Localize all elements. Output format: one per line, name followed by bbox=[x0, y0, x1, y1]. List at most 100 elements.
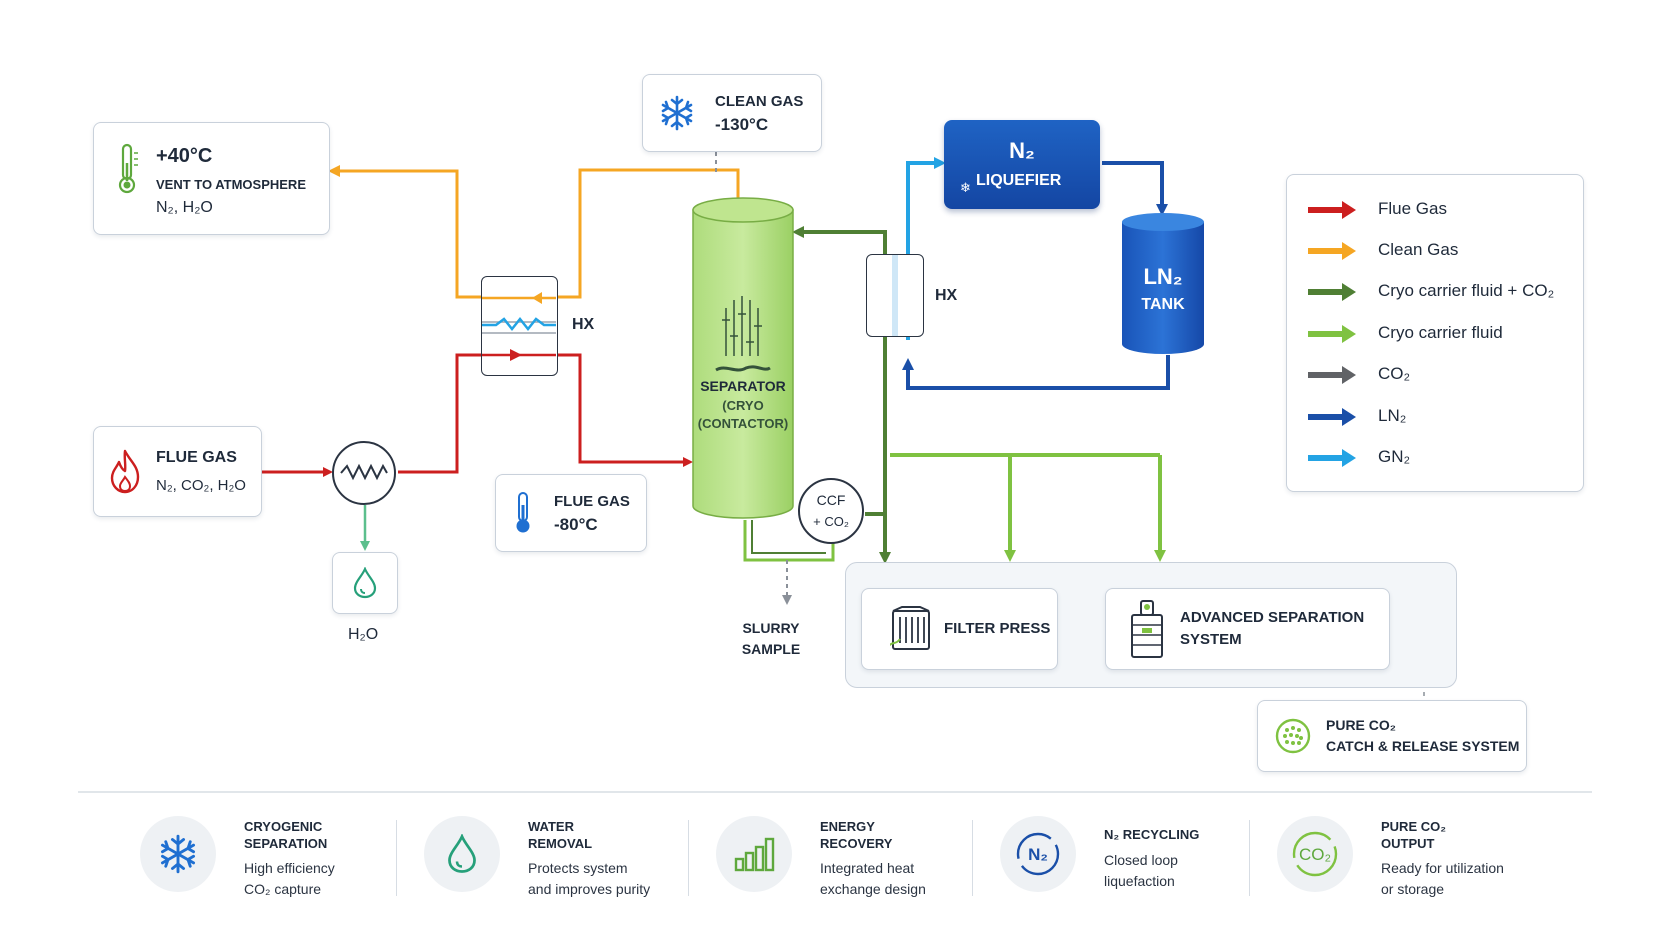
legend-swatch-arrow bbox=[1308, 449, 1356, 467]
flue-gas-cold-box: FLUE GAS -80°C bbox=[495, 474, 647, 552]
liquefier-snow-icon: ❄ bbox=[960, 180, 971, 195]
water-box bbox=[332, 552, 398, 614]
feature-icon-circle bbox=[424, 816, 500, 892]
legend-item: Clean Gas bbox=[1306, 238, 1566, 262]
feature-description: Protects system and improves purity bbox=[528, 860, 651, 897]
snowflake-icon bbox=[661, 95, 693, 131]
clean-gas-temp: -130°C bbox=[715, 115, 769, 134]
feature-title: ENERGY RECOVERY bbox=[820, 819, 893, 851]
feature-icon-circle bbox=[140, 816, 216, 892]
separation-tower-icon bbox=[1131, 600, 1163, 658]
clean-gas-box: CLEAN GAS -130°C bbox=[642, 74, 822, 152]
legend-label: Cryo carrier fluid bbox=[1378, 323, 1503, 342]
ccf-vessel: CCF + CO₂ bbox=[798, 478, 864, 544]
feature-description: High efficiency CO₂ capture bbox=[244, 860, 335, 897]
legend-swatch-arrow bbox=[1308, 242, 1356, 260]
pure-co2-label-2: CATCH & RELEASE SYSTEM bbox=[1326, 738, 1520, 754]
n2-liquefier: N₂ LIQUEFIER ❄ bbox=[944, 120, 1100, 209]
pure-co2-label-1: PURE CO₂ bbox=[1326, 717, 1397, 733]
feature-icon-circle bbox=[716, 816, 792, 892]
adv-sep-label-2: SYSTEM bbox=[1180, 631, 1242, 648]
feature-divider bbox=[396, 820, 397, 896]
hx-right bbox=[866, 254, 924, 337]
feature-description: Ready for utilization or storage bbox=[1381, 860, 1504, 897]
pipe-ln2-to-tank bbox=[1102, 161, 1168, 216]
feature-divider bbox=[972, 820, 973, 896]
ccf-label-1: CCF bbox=[816, 492, 846, 508]
filter-press-label: FILTER PRESS bbox=[944, 620, 1051, 637]
hx-right-label: HX bbox=[935, 287, 958, 304]
separator-label-3: (CONTACTOR) bbox=[697, 416, 789, 431]
feature-icon-circle: N₂ bbox=[1000, 816, 1076, 892]
tank-label-1: LN₂ bbox=[1143, 264, 1183, 289]
column-internals-icon bbox=[715, 296, 771, 372]
slurry-label-2: SAMPLE bbox=[741, 641, 801, 657]
legend-item: GN₂ bbox=[1306, 445, 1566, 469]
adv-sep-label-1: ADVANCED SEPARATION bbox=[1180, 609, 1365, 626]
separator-label-1: SEPARATOR bbox=[700, 378, 786, 394]
catch-release-icon bbox=[1275, 718, 1311, 754]
heater-icon bbox=[332, 441, 396, 505]
filter-press-box: FILTER PRESS bbox=[861, 588, 1058, 670]
ln2-tank bbox=[1122, 213, 1204, 354]
legend-label: GN₂ bbox=[1378, 447, 1411, 466]
water-label: H₂O bbox=[348, 626, 379, 643]
vent-gases: N₂, H₂O bbox=[156, 199, 213, 216]
pipe-clean-gas-from-separator bbox=[514, 168, 740, 303]
pipe-cryo-co2-return bbox=[792, 226, 887, 558]
clean-gas-title: CLEAN GAS bbox=[715, 93, 804, 110]
filter-press-icon bbox=[890, 606, 930, 650]
droplet-icon bbox=[353, 567, 377, 599]
legend-label: LN₂ bbox=[1378, 406, 1407, 425]
feature-title: N₂ RECYCLING bbox=[1104, 827, 1200, 842]
flue-gas-cold-title: FLUE GAS bbox=[554, 493, 630, 510]
svg-text:N₂: N₂ bbox=[1028, 845, 1048, 864]
legend-label: Clean Gas bbox=[1378, 240, 1459, 259]
pipe-cryo-bottom bbox=[743, 520, 835, 562]
vent-temp: +40°C bbox=[156, 145, 213, 167]
separator-label-2: (CRYO bbox=[722, 398, 764, 413]
hx-left-wave bbox=[482, 292, 556, 361]
feature-title: WATER REMOVAL bbox=[528, 819, 593, 851]
flue-gas-box: FLUE GAS N₂, CO₂, H₂O bbox=[93, 426, 262, 517]
feature-description: Integrated heat exchange design bbox=[820, 860, 926, 897]
bar-chart-icon bbox=[716, 816, 792, 892]
flue-gas-title: FLUE GAS bbox=[156, 449, 237, 466]
hx-right-core bbox=[892, 255, 898, 336]
legend-swatch-arrow bbox=[1308, 201, 1356, 219]
separator-column bbox=[692, 197, 794, 519]
legend-item: LN₂ bbox=[1306, 404, 1566, 428]
ccf-label-2: + CO₂ bbox=[813, 514, 849, 529]
feature-description: Closed loop liquefaction bbox=[1104, 852, 1178, 889]
pipe-ln2-return bbox=[902, 355, 1170, 390]
thermometer-icon bbox=[118, 143, 138, 194]
feature-icon-circle: CO₂ bbox=[1277, 816, 1353, 892]
co2-cycle-icon: CO₂ bbox=[1277, 816, 1353, 892]
legend-swatch-arrow bbox=[1308, 408, 1356, 426]
legend-item: Cryo carrier fluid + CO₂ bbox=[1306, 279, 1566, 303]
liquefier-label-2: LIQUEFIER bbox=[976, 172, 1062, 189]
adv-sep-box: ADVANCED SEPARATION SYSTEM bbox=[1105, 588, 1390, 670]
vent-label: VENT TO ATMOSPHERE bbox=[156, 177, 306, 192]
vent-box: +40°C VENT TO ATMOSPHERE N₂, H₂O bbox=[93, 122, 330, 235]
flame-icon bbox=[110, 449, 140, 494]
legend-item: Flue Gas bbox=[1306, 197, 1566, 221]
thermometer-icon bbox=[516, 492, 530, 533]
snowflake-icon bbox=[140, 816, 216, 892]
droplet-icon bbox=[424, 816, 500, 892]
legend-swatch-arrow bbox=[1308, 366, 1356, 384]
hx-left bbox=[481, 276, 558, 376]
tank-label-2: TANK bbox=[1141, 296, 1185, 313]
legend-swatch-arrow bbox=[1308, 325, 1356, 343]
flue-gas-cold-temp: -80°C bbox=[554, 515, 598, 534]
legend-label: CO₂ bbox=[1378, 364, 1411, 383]
slurry-label-1: SLURRY bbox=[742, 620, 800, 636]
pure-co2-box: PURE CO₂ CATCH & RELEASE SYSTEM bbox=[1257, 700, 1527, 772]
legend-label: Cryo carrier fluid + CO₂ bbox=[1378, 281, 1555, 300]
svg-text:CO₂: CO₂ bbox=[1299, 845, 1331, 864]
legend-label: Flue Gas bbox=[1378, 199, 1447, 218]
feature-title: PURE CO₂ OUTPUT bbox=[1381, 819, 1447, 851]
legend-item: Cryo carrier fluid bbox=[1306, 321, 1566, 345]
feature-title: CRYOGENIC SEPARATION bbox=[244, 819, 328, 851]
